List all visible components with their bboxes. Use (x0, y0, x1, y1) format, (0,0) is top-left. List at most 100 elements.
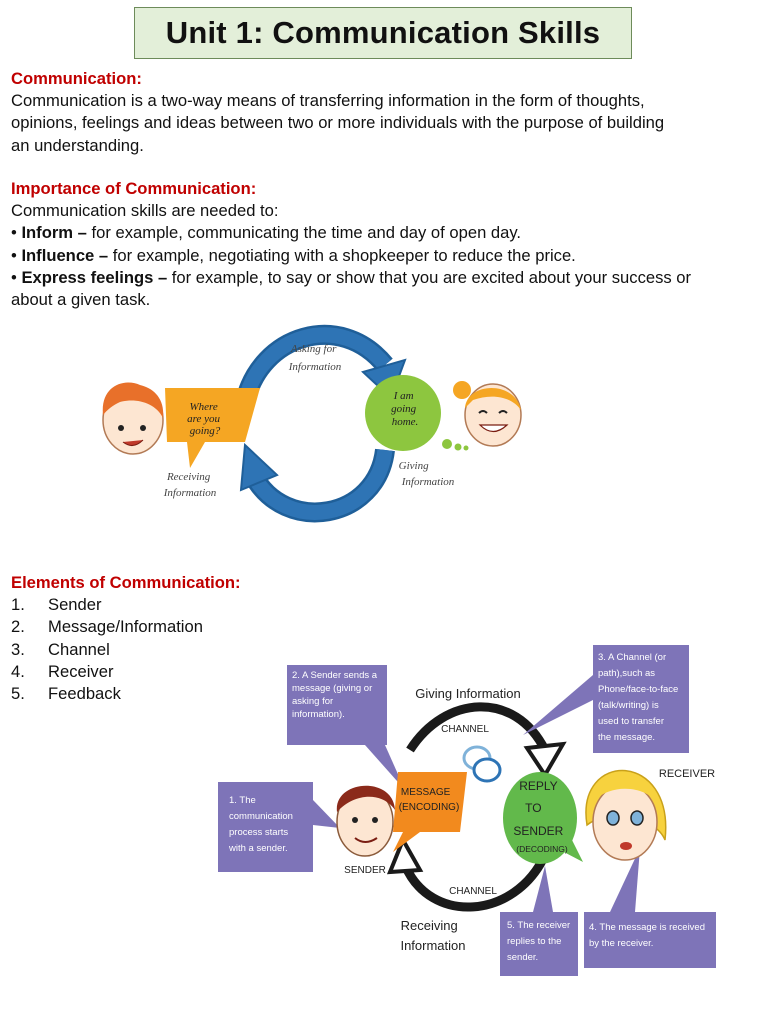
giving-label: Giving (399, 460, 429, 472)
importance-heading: Importance of Communication: (11, 179, 257, 198)
bubble-text: going? (190, 425, 221, 437)
channel-label-bottom: CHANNEL (449, 886, 497, 897)
importance-item: • Influence – for example, negotiating w… (11, 245, 691, 267)
note-text: communication (229, 811, 293, 822)
list-item: 3. Channel (11, 639, 241, 661)
note-text: process starts (229, 827, 288, 838)
receiving-information-label: Information (400, 938, 465, 953)
svg-text:5. The receiver replies to: 5. The receiver replies to the sender. (507, 920, 573, 963)
importance-item: • Express feelings – for example, to say… (11, 267, 691, 289)
channel-label-top: CHANNEL (441, 724, 489, 735)
list-item: 5.Feedback (11, 683, 241, 705)
list-number: 5. (11, 684, 25, 704)
note-message-received (584, 848, 716, 968)
note-text: 4. The message is received (589, 922, 705, 933)
message-bubble (393, 772, 467, 852)
chat-bubbles-icon (462, 745, 502, 783)
importance-desc: for example, to say or show that you are… (167, 267, 692, 287)
home-bubble (365, 375, 469, 451)
note-text: Phone/face-to-face (598, 684, 678, 695)
giving-label: Information (401, 476, 455, 488)
note-text: the message. (598, 732, 655, 743)
importance-desc: for example, communicating the time and … (86, 223, 522, 243)
bubble-text: are you (187, 413, 220, 425)
note-text: message (giving or (292, 683, 372, 694)
receiving-label: Information (163, 487, 217, 499)
list-number: 1. (11, 595, 25, 615)
importance-term: Inform – (21, 223, 87, 243)
importance-continuation: about a given task. (11, 290, 151, 310)
bullet: • (11, 223, 17, 243)
bubble-text: going (391, 403, 417, 415)
message-text: (ENCODING) (399, 802, 460, 813)
reply-text: SENDER (513, 824, 563, 838)
note-channel (523, 645, 689, 753)
communication-line-3: an understanding. (11, 135, 144, 155)
list-number: 3. (11, 639, 25, 659)
arrow-head (523, 741, 567, 779)
communication-heading: Communication: (11, 69, 142, 88)
communication-process-diagram: 2. A Sender sends a message (giving or a… (218, 645, 716, 976)
elements-heading: Elements of Communication: (11, 573, 241, 592)
list-number: 4. (11, 661, 25, 681)
note-text: 3. A Channel (or (598, 652, 666, 663)
note-text: sender. (507, 952, 538, 963)
list-label: Message/Information (48, 617, 203, 637)
importance-section: Importance of Communication: Communicati… (11, 178, 691, 311)
note-text: replies to the (507, 936, 561, 947)
bubble-text: Where (189, 401, 217, 413)
svg-text:Receiving Information: Receiving Information (163, 471, 217, 499)
svg-text:I am going home.: I am going home. (391, 390, 419, 428)
sender-face (336, 785, 395, 857)
note-text: 5. The receiver (507, 920, 570, 931)
importance-term: Influence – (21, 245, 109, 265)
page-title: Unit 1: Communication Skills (165, 15, 601, 50)
title-box: Unit 1: Communication Skills (134, 7, 632, 59)
importance-desc: for example, negotiating with a shopkeep… (108, 245, 576, 265)
bullet: • (11, 267, 17, 287)
note-text: information). (292, 709, 345, 720)
receiving-label: Receiving (166, 471, 211, 483)
channel-arrow-top (406, 702, 550, 753)
list-label: Channel (48, 639, 110, 659)
svg-text:4. The message is received: 4. The message is received by the receiv… (589, 922, 708, 949)
bullet: • (11, 245, 17, 265)
note-text: 1. The (229, 795, 256, 806)
communication-line-2: opinions, feelings and ideas between two… (11, 113, 665, 133)
giving-information-label: Giving Information (415, 686, 521, 701)
elements-section: Elements of Communication: 1. Sender 2. Me… (11, 572, 241, 705)
note-text: path),such as (598, 668, 655, 679)
svg-text:3. A Channel (or path),suc: 3. A Channel (or path),such as Phone/fac… (598, 652, 681, 743)
arrow-head (239, 442, 279, 492)
svg-text:Giving Information: Giving Information (399, 460, 455, 488)
note-text: with a sender. (228, 843, 288, 854)
channel-arrow-bottom (400, 853, 550, 912)
receiver-label: RECEIVER (659, 768, 715, 780)
reply-bubble (503, 772, 583, 864)
importance-term: Express feelings – (21, 267, 168, 287)
note-text: used to transfer (598, 716, 664, 727)
reply-text: TO (525, 801, 541, 815)
note-text: asking for (292, 696, 333, 707)
note-process-starts (218, 782, 340, 872)
asking-label: Information (288, 361, 342, 373)
svg-text:MESSAGE (ENCODING): MESSAGE (ENCODING) (399, 787, 460, 813)
message-text: MESSAGE (401, 787, 451, 798)
svg-text:2. A Sender sends a messag: 2. A Sender sends a message (giving or a… (292, 670, 380, 720)
list-item: 4.Receiver (11, 661, 241, 683)
communication-section: Communication: Communication is a two-wa… (11, 68, 664, 157)
receiver-face (585, 769, 667, 861)
list-number: 2. (11, 617, 25, 637)
bubble-text: I am (393, 390, 414, 402)
sender-label: SENDER (344, 865, 386, 876)
communication-line-1: Communication is a two-way means of tran… (11, 91, 645, 111)
svg-text:1. The communication p: 1. The communication process starts with… (228, 795, 296, 854)
note-text: (talk/writing) is (598, 700, 659, 711)
two-way-communication-diagram: Where are you going? I am going home. As… (102, 324, 522, 523)
asking-label: Asking for (290, 343, 337, 355)
note-text: 2. A Sender sends a (292, 670, 378, 681)
note-sender-sends (287, 665, 405, 790)
svg-text:Asking for Information: Asking for Information (288, 343, 342, 373)
svg-text:REPLY TO SENDER (D: REPLY TO SENDER (DECODING) (513, 779, 568, 854)
list-label: Sender (48, 595, 102, 615)
